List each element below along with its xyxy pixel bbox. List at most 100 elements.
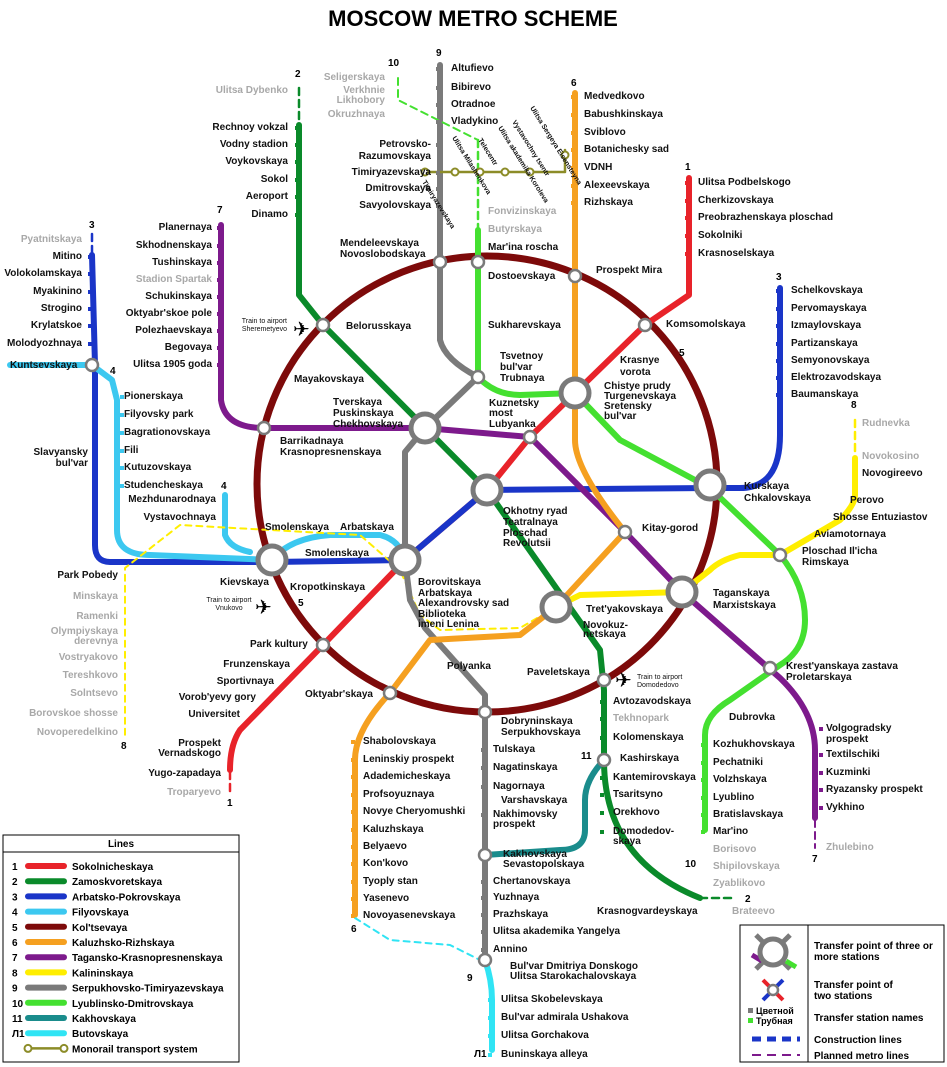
transfer-node-teatralnaya xyxy=(470,473,504,507)
legend-line-name: Kalininskaya xyxy=(72,968,134,979)
legend-line-number: 7 xyxy=(12,953,18,964)
station-nakhimovsky-2: prospekt xyxy=(493,819,536,830)
station-tick xyxy=(351,914,355,918)
station-belorusskaya: Belorusskaya xyxy=(346,321,411,332)
station-tick xyxy=(776,393,780,397)
station-kaluzhskaya: Kaluzhskaya xyxy=(363,824,424,835)
station-volokolamskaya: Volokolamskaya xyxy=(4,268,82,279)
monorail-stop xyxy=(560,150,570,160)
station-semyonovskaya: Semyonovskaya xyxy=(791,355,870,366)
station-belyaevo: Belyaevo xyxy=(363,841,407,852)
station-filyovsky: Filyovsky park xyxy=(124,409,194,420)
station-tick xyxy=(481,813,485,817)
station-tick xyxy=(217,295,221,299)
legend-line-number: 1 xyxy=(12,862,18,873)
station-tick xyxy=(351,810,355,814)
station-tick xyxy=(436,86,440,90)
station-tick xyxy=(600,700,604,704)
line-number-1-top: 1 xyxy=(685,162,691,173)
transfer-node-kievskaya xyxy=(255,543,289,577)
station-tick xyxy=(351,880,355,884)
station-rechnoy: Rechnoy vokzal xyxy=(212,122,288,133)
key-construction-label: Construction lines xyxy=(814,1035,902,1046)
station-tick xyxy=(776,289,780,293)
plane-icon-domodedovo: ✈ xyxy=(615,668,632,692)
station-perovo: Perovo xyxy=(850,495,884,506)
station-tick xyxy=(481,785,485,789)
station-tick xyxy=(295,126,299,130)
station-dostoevskaya: Dostoevskaya xyxy=(488,271,556,282)
station-tereshkovo: Tereshkovo xyxy=(63,670,118,681)
line-4-filyovskaya xyxy=(89,362,408,563)
station-tick xyxy=(776,359,780,363)
station-novoslobodskaya: Novoslobodskaya xyxy=(340,249,426,260)
station-solntsevo: Solntsevo xyxy=(70,688,118,699)
line-number-9-bottom: 9 xyxy=(467,973,473,984)
map-title: MOSCOW METRO SCHEME xyxy=(328,6,618,31)
station-schelkovskaya: Schelkovskaya xyxy=(791,285,863,296)
station-tick xyxy=(488,1034,492,1038)
line-number-l1: Л1 xyxy=(474,1049,487,1060)
station-tick xyxy=(351,775,355,779)
station-novokosino: Novokosino xyxy=(862,451,919,462)
station-mitino: Mitino xyxy=(53,251,82,262)
station-verkhnie: Verkhnie xyxy=(343,85,385,96)
legend-line-number: 11 xyxy=(12,1014,23,1025)
station-tick xyxy=(120,413,124,417)
station-oktyabrskaya: Oktyabr'skaya xyxy=(305,689,373,700)
line-10-seligerskaya-construction xyxy=(397,77,479,141)
station-rudnevka: Rudnevka xyxy=(862,418,910,429)
station-proletarskaya: Proletarskaya xyxy=(786,672,852,683)
legend-line-name: Kakhovskaya xyxy=(72,1014,136,1025)
station-kakhovskaya: Kakhovskaya xyxy=(503,849,567,860)
station-tick xyxy=(436,120,440,124)
station-okruzhnaya: Okruzhnaya xyxy=(328,109,386,120)
transfer-node-kitay-gorod xyxy=(617,524,633,540)
legend-line-number: 3 xyxy=(12,892,18,903)
line-number-6-top: 6 xyxy=(571,78,577,89)
station-skobelevskaya: Ulitsa Skobelevskaya xyxy=(501,994,603,1005)
station-kuzminki: Kuzminki xyxy=(826,767,871,778)
station-leninsky: Leninskiy prospekt xyxy=(363,754,455,765)
legend-line-name: Zamoskvoretskaya xyxy=(72,877,162,888)
transfer-node-kashirskaya xyxy=(596,752,612,768)
plane-icon-vnukovo: ✈ xyxy=(255,595,272,619)
station-tick xyxy=(120,484,124,488)
station-cheryomushki: Novye Cheryomushki xyxy=(363,806,465,817)
station-tick xyxy=(571,113,575,117)
station-chistye-prudy: Chistye prudy xyxy=(604,381,671,392)
station-babushkinskaya: Babushkinskaya xyxy=(584,109,663,120)
key-transfer-two-icon xyxy=(761,978,785,1002)
transfer-node-donskogo xyxy=(477,952,493,968)
station-marino: Mar'ino xyxy=(713,826,748,837)
station-borisovo: Borisovo xyxy=(713,844,756,855)
station-partizanskaya: Partizanskaya xyxy=(791,338,858,349)
station-polezhaevskaya: Polezhaevskaya xyxy=(135,325,212,336)
station-kuntsevskaya: Kuntsevskaya xyxy=(10,360,78,371)
station-podbelskogo: Ulitsa Podbelskogo xyxy=(698,177,791,188)
station-buninskaya: Buninskaya alleya xyxy=(501,1049,588,1060)
legend-line-number: Л1 xyxy=(12,1029,25,1040)
station-tick xyxy=(351,758,355,762)
airport-vnukovo-1: Train to airport xyxy=(206,597,251,604)
station-savyolovskaya: Savyolovskaya xyxy=(359,200,431,211)
station-vorobyevy: Vorob'yevy gory xyxy=(179,692,257,703)
station-tick xyxy=(701,796,705,800)
station-skhodnenskaya: Skhodnenskaya xyxy=(136,240,213,251)
station-slavyansky-2: bul'var xyxy=(56,458,88,469)
station-tick xyxy=(120,449,124,453)
transfer-node-chekhovskaya xyxy=(408,411,442,445)
key-planned-label: Planned metro lines xyxy=(814,1051,909,1062)
transfer-node-kuntsevskaya xyxy=(84,357,100,373)
line-number-6-bottom: 6 xyxy=(351,924,357,935)
transfer-node-krestyanskaya xyxy=(762,660,778,676)
station-tick xyxy=(481,766,485,770)
station-profsoyuznaya: Profsoyuznaya xyxy=(363,789,435,800)
station-vodny: Vodny stadion xyxy=(220,139,288,150)
transfer-node-oktyabrskaya xyxy=(382,685,398,701)
station-dybenko: Ulitsa Dybenko xyxy=(216,85,288,96)
station-turgenevskaya: Turgenevskaya xyxy=(604,391,677,402)
station-kashirskaya: Kashirskaya xyxy=(620,753,679,764)
key-transfer-three-2: more stations xyxy=(814,952,880,963)
